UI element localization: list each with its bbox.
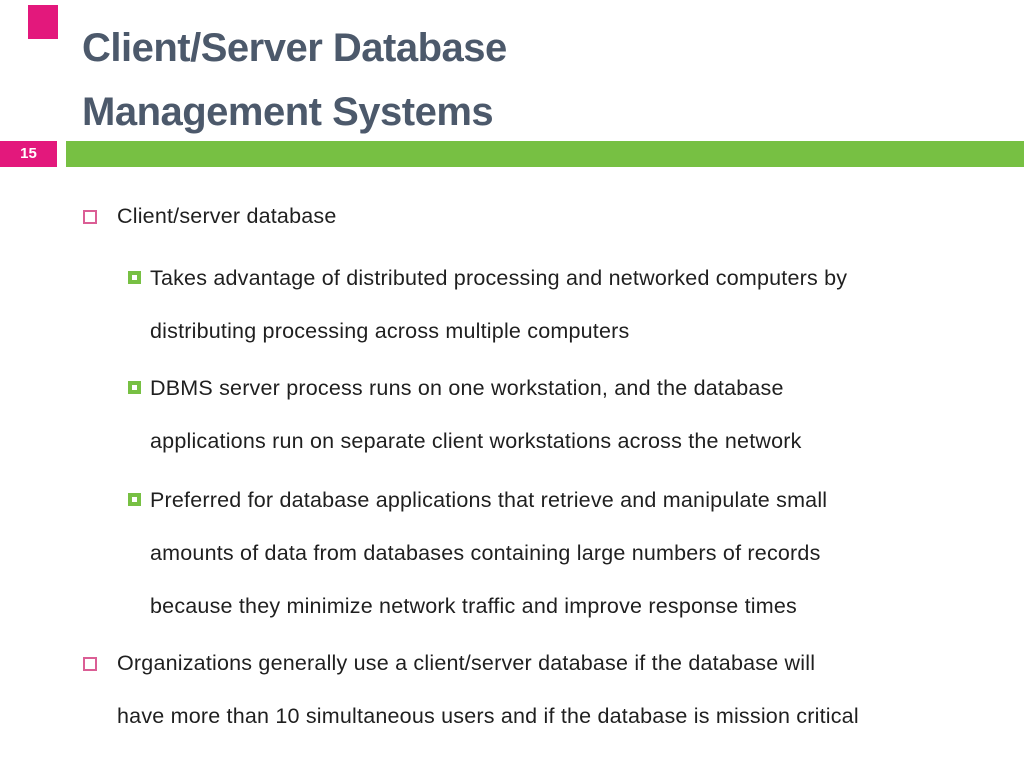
page-title: Client/Server Database Management System…	[82, 16, 507, 144]
bullet-item-level1: Organizations generally use a client/ser…	[83, 637, 997, 743]
bullet-square-filled-icon	[128, 381, 141, 394]
accent-bar	[66, 141, 1024, 167]
slide-number-badge: 15	[0, 141, 57, 167]
bullet-item-level2: DBMS server process runs on one workstat…	[128, 362, 1010, 468]
page-title-line2: Management Systems	[82, 90, 494, 134]
bullet-square-filled-icon	[128, 271, 141, 284]
bullet-text: Organizations generally use a client/ser…	[117, 651, 859, 728]
bullet-square-filled-icon	[128, 493, 141, 506]
bullet-item-level2: Takes advantage of distributed processin…	[128, 252, 1010, 358]
bullet-square-outline-icon	[83, 210, 97, 224]
bullet-item-level2: Preferred for database applications that…	[128, 474, 1010, 633]
bullet-text: Takes advantage of distributed processin…	[150, 266, 848, 343]
bullet-text: DBMS server process runs on one workstat…	[150, 376, 802, 453]
corner-accent-square	[28, 5, 58, 39]
bullet-text: Client/server database	[117, 204, 337, 228]
page-title-line1: Client/Server Database	[82, 26, 507, 70]
bullet-text: Preferred for database applications that…	[150, 488, 828, 618]
bullet-item-level1: Client/server database	[83, 190, 997, 243]
bullet-square-outline-icon	[83, 657, 97, 671]
